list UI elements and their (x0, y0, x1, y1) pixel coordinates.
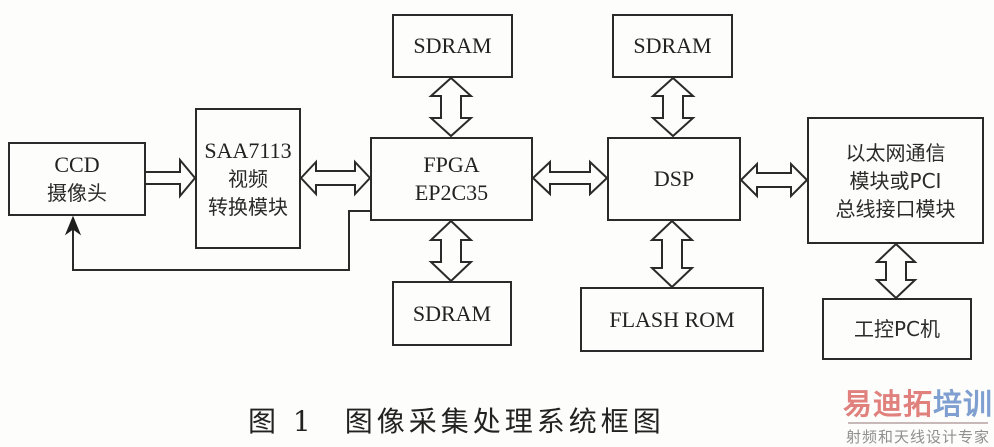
dsp-sdram-top-arrow (650, 76, 696, 138)
fpga-sdram-bottom-arrow (428, 219, 474, 283)
dsp-label: DSP (653, 166, 695, 191)
ccd-camera-block: CCD 摄像头 (8, 142, 146, 216)
ethernet-label-line1: 以太网通信 (845, 140, 946, 165)
camera-label: 摄像头 (47, 181, 107, 205)
watermark-brand-part2: 培训 (933, 387, 994, 421)
sdram-fpga-top-block: SDRAM (392, 14, 513, 78)
saa7113-block: SAA7113 视频 转换模块 (195, 108, 301, 249)
fpga-dsp-arrow (531, 159, 609, 197)
watermark-logo: 易迪拓培训 射频和天线设计专家 (842, 388, 994, 447)
flash-rom-label: FLASH ROM (609, 306, 735, 332)
ccd-label: CCD (54, 152, 100, 177)
figure-number: 图 1 (248, 405, 315, 438)
ccd-to-saa-arrow (145, 157, 197, 199)
fpga-block: FPGA EP2C35 (370, 137, 533, 221)
sdram-label: SDRAM (412, 300, 492, 326)
flash-rom-block: FLASH ROM (580, 287, 764, 352)
dsp-block: DSP (607, 137, 741, 221)
video-label: 视频 (228, 166, 268, 191)
dsp-ethernet-arrow (739, 161, 809, 199)
saa-fpga-arrow (299, 159, 372, 197)
dsp-flash-arrow (649, 219, 695, 289)
sdram-fpga-bottom-block: SDRAM (392, 281, 512, 346)
watermark-brand-part1: 易迪拓 (842, 387, 933, 421)
sdram-label: SDRAM (633, 33, 712, 58)
saa7113-label: SAA7113 (204, 137, 292, 163)
industrial-pc-block: 工控PC机 (822, 298, 972, 360)
conversion-module-label: 转换模块 (208, 194, 288, 219)
sdram-label: SDRAM (413, 33, 492, 58)
fpga-sdram-top-arrow (428, 76, 474, 138)
industrial-pc-label: 工控PC机 (853, 317, 941, 341)
fpga-label: FPGA (423, 152, 480, 177)
ethernet-label-line2: 模块或PCI (849, 168, 942, 193)
watermark-divider (848, 422, 988, 424)
fpga-model-label: EP2C35 (414, 180, 489, 205)
ethernet-label-line3: 总线接口模块 (835, 196, 956, 221)
watermark-brand: 易迪拓培训 (842, 388, 994, 420)
watermark-subtitle: 射频和天线设计专家 (845, 428, 990, 446)
ethernet-pci-block: 以太网通信 模块或PCI 总线接口模块 (807, 117, 984, 244)
control-feedback-line (72, 210, 370, 271)
sdram-dsp-top-block: SDRAM (612, 14, 733, 78)
ethernet-pc-arrow (874, 242, 918, 300)
control-arrowhead (64, 215, 82, 236)
figure-caption: 图 1 图像采集处理系统框图 (248, 400, 665, 440)
figure-title: 图像采集处理系统框图 (344, 405, 665, 438)
